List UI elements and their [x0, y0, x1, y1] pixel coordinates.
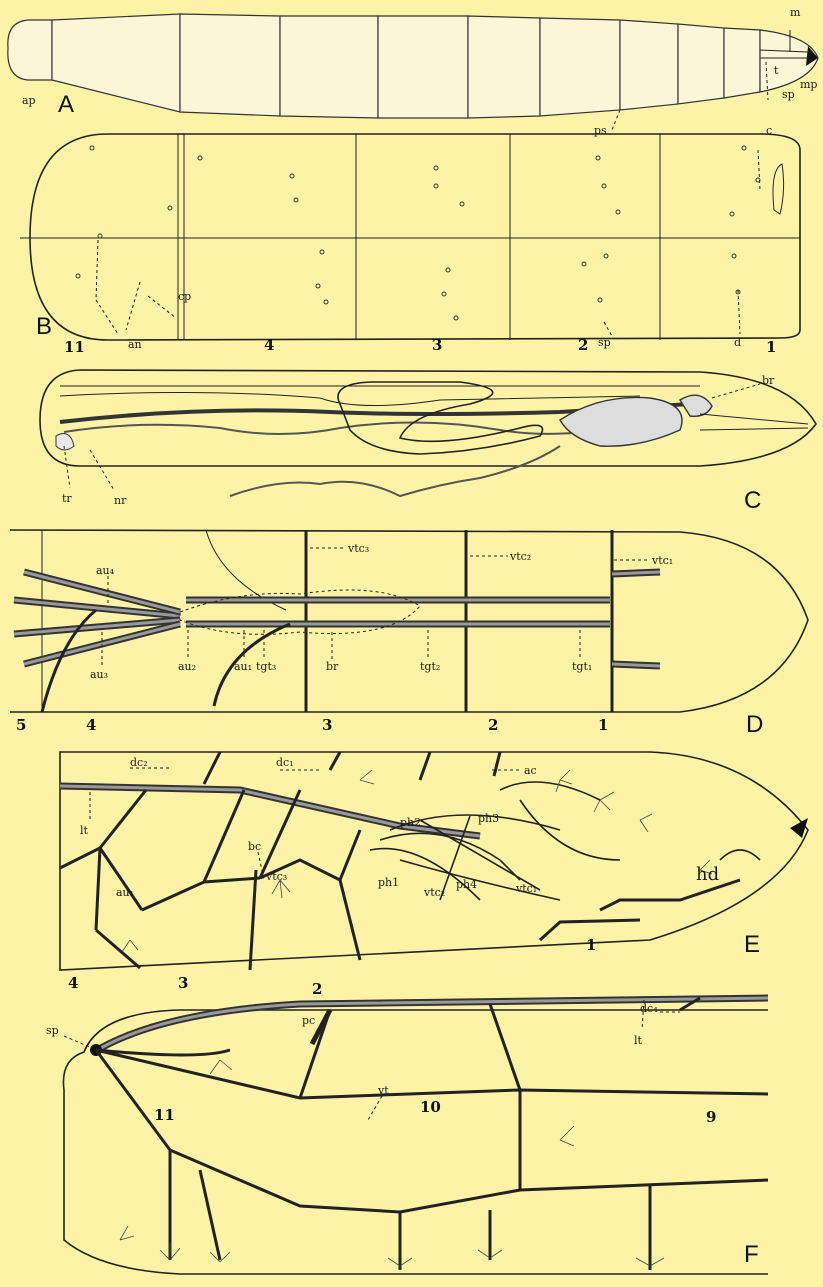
- label-vtc1-d: vtc₁: [651, 554, 673, 567]
- label-br-c: br: [762, 374, 775, 387]
- label-lt-f: lt: [634, 1034, 643, 1047]
- segment-number-2: 2: [578, 336, 588, 354]
- segment-number-4-e: 4: [68, 974, 78, 992]
- label-vtc2-d: vtc₂: [509, 550, 531, 563]
- label-br-d: br: [326, 660, 339, 673]
- label-bc: bc: [248, 840, 261, 853]
- segment-number-1-e: 1: [586, 936, 596, 954]
- label-vtc3-d: vtc₃: [347, 542, 369, 555]
- label-c: c: [766, 124, 772, 137]
- label-tgt2: tgt₂: [420, 660, 440, 673]
- label-vt: vt: [377, 1084, 389, 1097]
- panel-c: br tr nr C: [40, 370, 816, 514]
- label-dc2: dc₂: [130, 756, 148, 769]
- label-ph4: ph4: [456, 878, 477, 891]
- label-vtc2-e: vtc₂: [423, 886, 445, 899]
- label-tgt3: tgt₃: [256, 660, 276, 673]
- label-tr: tr: [62, 492, 72, 505]
- segment-number-3: 3: [432, 336, 442, 354]
- label-ap: ap: [22, 94, 36, 107]
- label-sp-f: sp: [46, 1024, 59, 1037]
- label-sp-a: sp: [782, 88, 795, 101]
- label-nr: nr: [114, 494, 127, 507]
- panel-a: ap A m t mp sp ps: [8, 6, 818, 137]
- label-sp-b: sp: [598, 336, 611, 349]
- panel-d: au₄ au₃ au₂ au₁ tgt₃ br tgt₂ tgt₁ vtc₃ v…: [10, 530, 808, 738]
- panel-letter-a: A: [58, 91, 74, 118]
- segment-number-2-e: 2: [312, 980, 322, 998]
- label-pc: pc: [302, 1014, 315, 1027]
- segment-number-3-e: 3: [178, 974, 188, 992]
- label-ac: ac: [524, 764, 537, 777]
- label-tgt1: tgt₁: [572, 660, 592, 673]
- segment-number-1: 1: [766, 338, 776, 356]
- label-au1-e: au₁: [116, 886, 134, 899]
- panel-letter-c: C: [744, 487, 761, 514]
- panel-letter-e: E: [744, 931, 760, 958]
- label-cp: cp: [178, 290, 191, 303]
- label-au1-d: au₁: [234, 660, 252, 673]
- label-lt-e: lt: [80, 824, 89, 837]
- label-hd: hd: [696, 864, 719, 885]
- label-dc1: dc₁: [276, 756, 294, 769]
- segment-number-10-f: 10: [420, 1098, 441, 1116]
- segment-number-3-d: 3: [322, 716, 332, 734]
- segment-number-2-d: 2: [488, 716, 498, 734]
- label-ph1: ph1: [378, 876, 399, 889]
- panel-e: dc₂ dc₁ ac lt bc ph2 ph3 ph1 ph4 vtc₂ vt…: [60, 752, 808, 998]
- panel-letter-d: D: [746, 711, 763, 738]
- panel-letter-f: F: [744, 1241, 759, 1268]
- segment-number-1-d: 1: [598, 716, 608, 734]
- panel-letter-b: B: [36, 313, 52, 340]
- label-t: t: [774, 64, 779, 77]
- label-vtc1-e: vtc₁: [515, 882, 537, 895]
- segment-number-5-d: 5: [16, 716, 26, 734]
- segment-number-4: 4: [264, 336, 274, 354]
- label-dc4: dc₄: [640, 1002, 658, 1015]
- segment-number-4-d: 4: [86, 716, 96, 734]
- panel-f: pc dc₄ sp vt lt 11 10 9 F: [46, 998, 768, 1274]
- label-mp: mp: [800, 78, 817, 91]
- segment-number-9-f: 9: [706, 1108, 716, 1126]
- segment-number-11: 11: [64, 338, 85, 356]
- label-d: d: [734, 336, 741, 349]
- panel-b: B c cp an sp d 11 4 3 2 1: [20, 124, 800, 356]
- label-vtc3-e: vtc₃: [265, 870, 287, 883]
- label-ph3: ph3: [478, 812, 499, 825]
- label-ps: ps: [594, 124, 607, 137]
- label-au3: au₃: [90, 668, 108, 681]
- label-au2: au₂: [178, 660, 196, 673]
- segment-number-11-f: 11: [154, 1106, 175, 1124]
- label-an: an: [128, 338, 142, 351]
- label-au4: au₄: [96, 564, 115, 577]
- label-m: m: [790, 6, 801, 19]
- label-ph2: ph2: [400, 816, 421, 829]
